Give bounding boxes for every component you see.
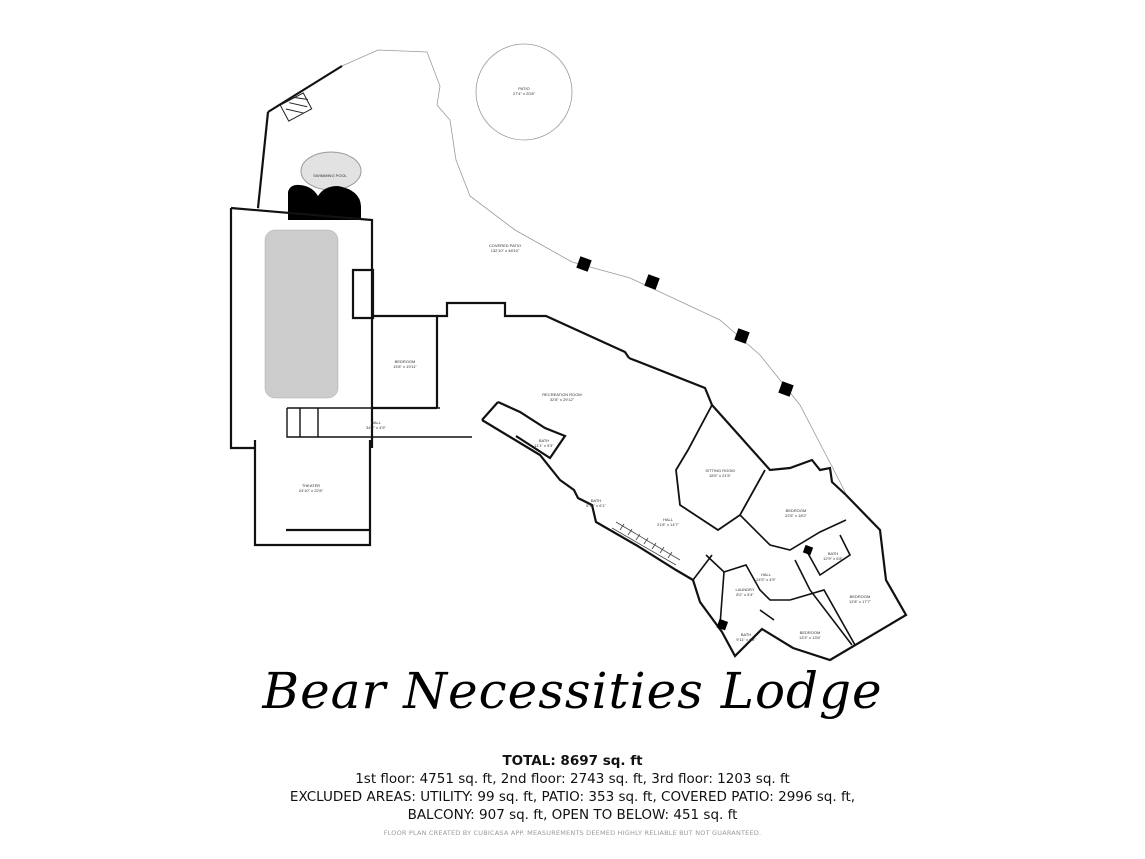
excluded-areas: EXCLUDED AREAS: UTILITY: 99 sq. ft, PATI… <box>289 789 856 805</box>
room-dims: 12'8" x 17'7" <box>849 599 872 604</box>
room-name: HALL <box>761 572 772 577</box>
room-dims: 32'8" x 29'12" <box>550 397 575 402</box>
room-name: BEDROOM <box>800 630 821 635</box>
room-dims: 34'2" x 4'9" <box>366 425 386 430</box>
room-dims: 132'10" x 48'10" <box>491 248 520 253</box>
central-walls <box>373 301 908 662</box>
east-room-walls <box>692 514 856 646</box>
patio-outline <box>475 43 573 141</box>
room-name: BEDROOM <box>850 594 871 599</box>
room-name: HALL <box>371 420 382 425</box>
hatch-box <box>279 92 313 122</box>
room-dims: 11'1" x 5'3" <box>534 443 554 448</box>
pool-table-or-pool <box>264 229 339 399</box>
stair <box>611 521 681 566</box>
room-name: PATIO <box>518 86 529 91</box>
room-name: COVERED PATIO <box>489 243 521 248</box>
room-label: SWIMMING POOL <box>313 173 347 178</box>
room-dims: 24'5" x 4'9" <box>756 577 776 582</box>
covered-patio-outline <box>341 49 849 499</box>
room-name: BATH <box>741 632 751 637</box>
room-name: THEATER <box>302 483 320 488</box>
hall-walls <box>286 407 472 438</box>
room-dims: 13'8" x 19'11" <box>393 364 417 369</box>
room-dims: 9'11" x 6'8" <box>736 637 756 642</box>
floor-areas: 1st floor: 4751 sq. ft, 2nd floor: 2743 … <box>355 771 790 787</box>
room-name: BATH <box>591 498 601 503</box>
room-name: BEDROOM <box>395 359 416 364</box>
room-dims: 5'10" x 6'1" <box>586 503 606 508</box>
excluded-areas-cont: BALCONY: 907 sq. ft, OPEN TO BELOW: 451 … <box>407 807 738 823</box>
room-name: BEDROOM <box>786 508 807 513</box>
room-dims: 12'9" x 6'8" <box>823 556 843 561</box>
room-dims: 18'5" x 21'5" <box>709 473 732 478</box>
room-name: HALL <box>663 517 674 522</box>
plan-title: Bear Necessities Lodge <box>262 662 883 720</box>
room-name: SWIMMING POOL <box>313 173 347 178</box>
room-name: RECREATION ROOM <box>542 392 581 397</box>
area-summary: TOTAL: 8697 sq. ft 1st floor: 4751 sq. f… <box>0 752 1145 824</box>
room-name: BATH <box>539 438 549 443</box>
room-dims: 8'2" x 5'4" <box>736 592 754 597</box>
room-dims: 21'8" x 14'7" <box>657 522 680 527</box>
room-dims: 22'6" x 18'2" <box>785 513 808 518</box>
room-name: LAUNDRY <box>735 587 754 592</box>
hot-tub-shape <box>288 184 361 220</box>
columns <box>576 256 814 631</box>
outdoor-outlines <box>257 43 849 499</box>
room-dims: 24'10" x 22'8" <box>299 488 324 493</box>
swimming-pool-shape <box>300 151 362 191</box>
room-name: SITTING ROOM <box>705 468 734 473</box>
total-area: TOTAL: 8697 sq. ft <box>502 753 643 769</box>
left-block-walls <box>229 206 375 547</box>
credit-note: FLOOR PLAN CREATED BY CUBICASA APP. MEAS… <box>383 829 762 837</box>
room-dims: 13'3" x 13'6" <box>799 635 822 640</box>
room-dims: 27'4" x 20'8" <box>513 91 536 96</box>
deck-walls <box>256 65 343 209</box>
room-name: BATH <box>828 551 838 556</box>
